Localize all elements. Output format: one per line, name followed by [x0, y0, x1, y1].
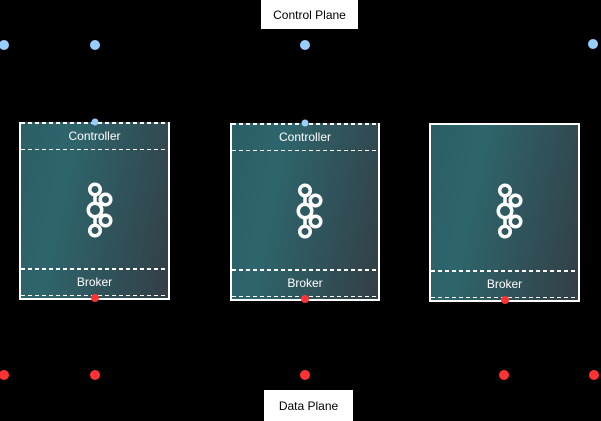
data-plane-label: Data Plane: [278, 398, 339, 413]
kafka-node-1: Controller Broker: [19, 118, 170, 302]
data-plane-connection-dot: [499, 370, 509, 380]
kafka-icon: [287, 183, 323, 244]
controller-label: Controller: [278, 130, 332, 144]
broker-endpoint-dot: [500, 296, 509, 304]
controller-label: Controller: [68, 129, 121, 143]
data-plane-connection-dot: [0, 370, 9, 380]
dashed-divider: [431, 270, 578, 272]
data-plane-connection-dot: [589, 370, 599, 380]
controller-section: Controller: [232, 123, 378, 151]
dashed-divider: [232, 269, 378, 271]
kafka-node-2: Controller Broker: [230, 119, 380, 303]
controller-endpoint-dot: [301, 119, 309, 127]
broker-section: Broker: [431, 270, 578, 298]
control-plane-connection-dot: [588, 39, 598, 49]
broker-label: Broker: [486, 277, 523, 291]
broker-endpoint-dot: [301, 295, 309, 303]
kafka-icon: [487, 183, 523, 244]
broker-section: Broker: [232, 269, 378, 297]
control-plane-label-box: Control Plane: [261, 0, 358, 29]
controller-section: Controller: [21, 122, 168, 150]
control-plane-connection-dot: [0, 40, 9, 50]
dashed-divider: [232, 149, 378, 151]
control-plane-label: Control Plane: [273, 7, 346, 22]
broker-label: Broker: [287, 276, 323, 290]
control-plane-connection-dot: [90, 40, 100, 50]
broker-section: Broker: [21, 268, 168, 296]
controller-endpoint-dot: [91, 118, 98, 126]
broker-endpoint-dot: [90, 294, 99, 302]
broker-label: Broker: [76, 275, 113, 289]
kafka-icon: [77, 182, 113, 243]
control-plane-connection-dot: [300, 40, 310, 50]
dashed-divider: [21, 268, 168, 270]
data-plane-connection-dot: [300, 370, 310, 380]
dashed-divider: [21, 148, 168, 150]
data-plane-label-box: Data Plane: [264, 390, 353, 421]
kafka-node-3: Broker: [429, 123, 580, 304]
data-plane-connection-dot: [90, 370, 100, 380]
